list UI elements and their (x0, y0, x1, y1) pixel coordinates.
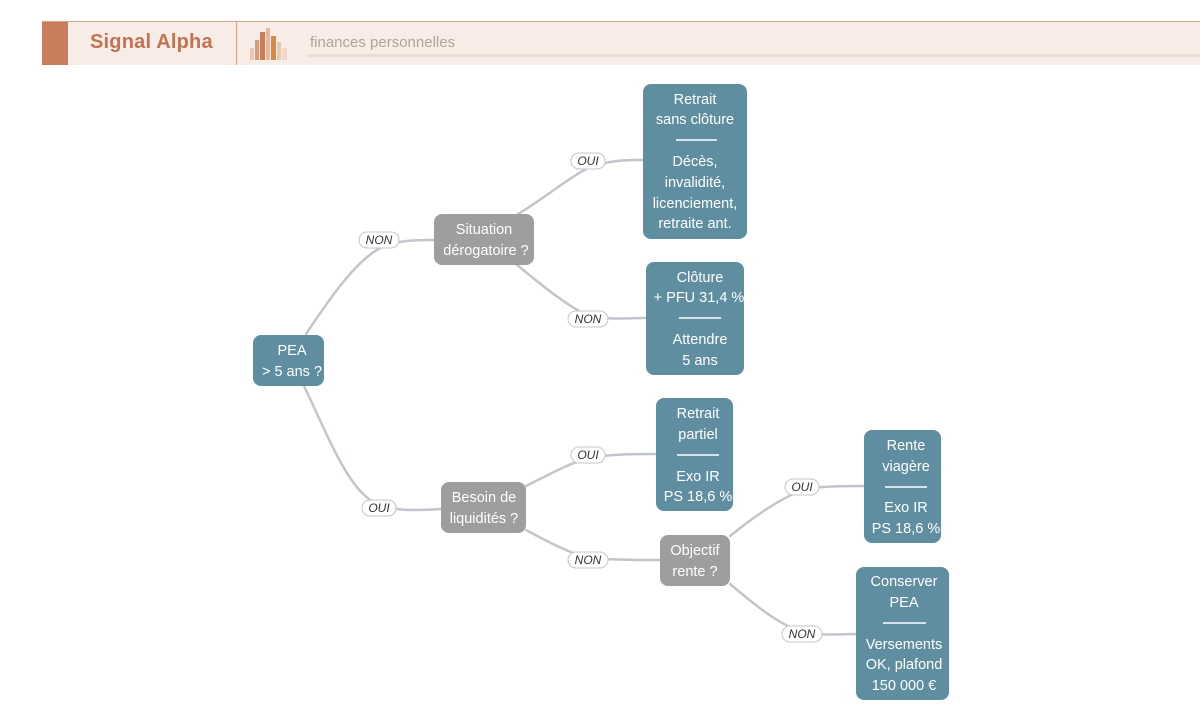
result-node-conserver-pea[interactable]: Conserver PEA Versements OK, plafond 150… (856, 567, 949, 700)
result-title-line-1: Rente (887, 438, 926, 454)
question-line-1: Besoin de (452, 490, 517, 506)
edge-label-text: NON (789, 627, 816, 641)
edge-derog-cloture (514, 262, 648, 320)
root-node-line-1: PEA (277, 343, 306, 359)
root-node[interactable]: PEA > 5 ans ? (253, 335, 324, 386)
edge-label-derog-cloture: NON (567, 310, 609, 328)
result-detail-line-2: 5 ans (682, 353, 717, 369)
result-title-line-1: Retrait (677, 406, 720, 422)
result-title-line-1: Retrait (674, 92, 717, 108)
site-header: Signal Alpha finances personnelles (42, 21, 1200, 65)
result-node-retrait-partiel[interactable]: Retrait partiel Exo IR PS 18,6 % (656, 398, 733, 511)
header-rule (308, 54, 1200, 57)
question-line-2: liquidités ? (450, 511, 519, 527)
header-subtitle: finances personnelles (310, 34, 456, 51)
edge-root-derog (304, 238, 436, 336)
result-title-line-2: PEA (889, 595, 918, 611)
result-detail-line-1: Exo IR (676, 469, 720, 485)
question-line-2: dérogatoire ? (443, 243, 528, 259)
edge-label-text: OUI (577, 154, 599, 168)
city-logo-icon (250, 28, 287, 60)
result-title-line-2: + PFU 31,4 % (654, 290, 745, 306)
brand-accent-square (42, 22, 68, 65)
result-title-line-2: sans clôture (656, 112, 734, 128)
result-node-cloture-pfu[interactable]: Clôture + PFU 31,4 % Attendre 5 ans (646, 262, 744, 375)
edge-label-besoin-partiel: OUI (570, 446, 606, 464)
edge-label-text: OUI (791, 480, 813, 494)
result-detail-line-2: invalidité, (665, 175, 725, 191)
edge-label-rente-conserver: NON (781, 625, 823, 643)
result-detail-line-4: retraite ant. (658, 216, 731, 232)
question-node-derogatoire[interactable]: Situation dérogatoire ? (434, 214, 534, 265)
edge-label-rente-viagere: OUI (784, 478, 820, 496)
edge-label-text: OUI (368, 501, 390, 515)
question-line-1: Situation (456, 222, 512, 238)
result-detail-line-1: Attendre (673, 332, 728, 348)
result-node-retrait-sans-cloture[interactable]: Retrait sans clôture Décès, invalidité, … (643, 84, 747, 239)
result-title-line-1: Clôture (677, 270, 724, 286)
result-detail-line-2: PS 18,6 % (664, 489, 733, 505)
result-detail-line-1: Exo IR (884, 500, 928, 516)
question-line-2: rente ? (672, 564, 717, 580)
question-node-besoin[interactable]: Besoin de liquidités ? (441, 482, 526, 533)
edge-label-text: NON (366, 233, 393, 247)
result-node-rente-viagere[interactable]: Rente viagère Exo IR PS 18,6 % (864, 430, 941, 543)
edge-label-root-derog: NON (358, 231, 400, 249)
result-title-line-1: Conserver (871, 574, 938, 590)
edge-label-root-besoin: OUI (361, 499, 397, 517)
edge-label-text: NON (575, 312, 602, 326)
result-detail-line-2: OK, plafond (866, 657, 943, 673)
result-detail-line-3: 150 000 € (872, 678, 937, 694)
result-detail-line-3: licenciement, (653, 196, 738, 212)
question-node-rente[interactable]: Objectif rente ? (660, 535, 730, 586)
root-node-line-2: > 5 ans ? (262, 364, 322, 380)
edge-label-text: OUI (577, 448, 599, 462)
result-detail-line-2: PS 18,6 % (872, 521, 941, 537)
brand-name[interactable]: Signal Alpha (90, 31, 213, 53)
edge-root-besoin (302, 384, 443, 512)
question-line-1: Objectif (670, 543, 720, 559)
result-title-line-2: partiel (678, 427, 718, 443)
edge-label-text: NON (575, 553, 602, 567)
result-title-line-2: viagère (882, 459, 930, 475)
result-detail-line-1: Versements (866, 637, 943, 653)
edge-label-besoin-rente: NON (567, 551, 609, 569)
edge-label-derog-retrait: OUI (570, 152, 606, 170)
header-divider (236, 22, 237, 65)
result-detail-line-1: Décès, (672, 154, 717, 170)
